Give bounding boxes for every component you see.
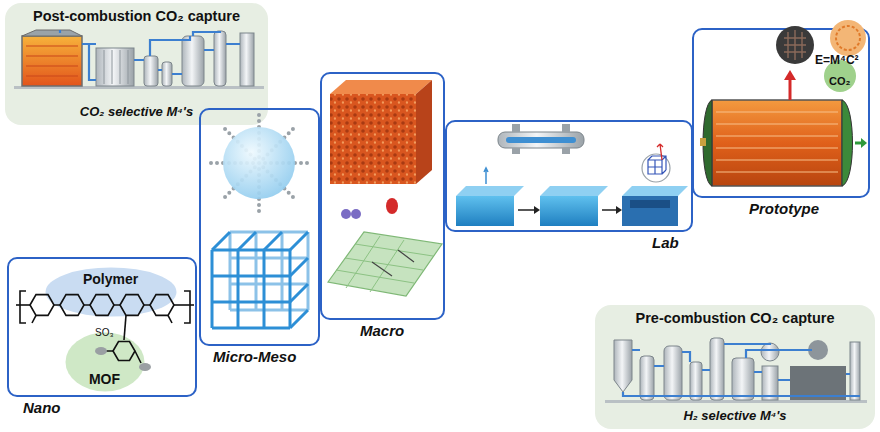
scale-label: Nano bbox=[23, 399, 61, 416]
polymer-ellipse: Polymer bbox=[45, 267, 177, 317]
chemical-group: SO₃ bbox=[95, 327, 114, 338]
methyl-bead bbox=[95, 347, 107, 355]
label-anchor: E=M⁴C² bbox=[815, 50, 859, 68]
ellipse-shape bbox=[45, 267, 176, 316]
lab-setup bbox=[456, 124, 688, 226]
panel-subtitle: CO₂ selective M⁴'s bbox=[80, 105, 193, 120]
formula-label: CO₂ bbox=[829, 75, 850, 87]
ellipse-label: MOF bbox=[89, 371, 120, 387]
scale-box: Macro bbox=[320, 72, 445, 320]
panel-title: Pre-combustion CO₂ capture bbox=[636, 310, 835, 327]
application-panel: Post-combustion CO₂ captureCO₂ selective… bbox=[5, 3, 268, 125]
label-anchor: SO₃ bbox=[95, 322, 114, 340]
ellipse-shape bbox=[65, 332, 144, 391]
methyl-bead bbox=[139, 363, 151, 371]
mof-ellipse: MOF bbox=[65, 332, 145, 392]
formula-label: E=M⁴C² bbox=[815, 53, 859, 67]
chemical-structure bbox=[16, 291, 194, 363]
panel-title: Post-combustion CO₂ capture bbox=[33, 8, 240, 25]
scale-box: Micro-Meso bbox=[199, 108, 320, 346]
application-panel: Pre-combustion CO₂ capture H₂ selective M… bbox=[595, 305, 875, 429]
panel-subtitle: H₂ selective M⁴'s bbox=[683, 409, 786, 424]
scale-label: Macro bbox=[360, 322, 404, 339]
micelle-and-lattice bbox=[210, 114, 308, 328]
scale-label: Micro-Meso bbox=[213, 348, 296, 365]
scale-label: Lab bbox=[652, 234, 679, 251]
pre-combustion-plant bbox=[605, 338, 867, 403]
porous-block-and-membrane bbox=[328, 80, 442, 296]
ellipse-label: Polymer bbox=[83, 271, 138, 287]
post-combustion-plant bbox=[14, 30, 264, 89]
prototype-module bbox=[700, 20, 867, 186]
label-anchor: CO₂ bbox=[829, 71, 850, 89]
scale-box: Lab bbox=[445, 120, 693, 232]
scale-label: Prototype bbox=[749, 200, 819, 217]
